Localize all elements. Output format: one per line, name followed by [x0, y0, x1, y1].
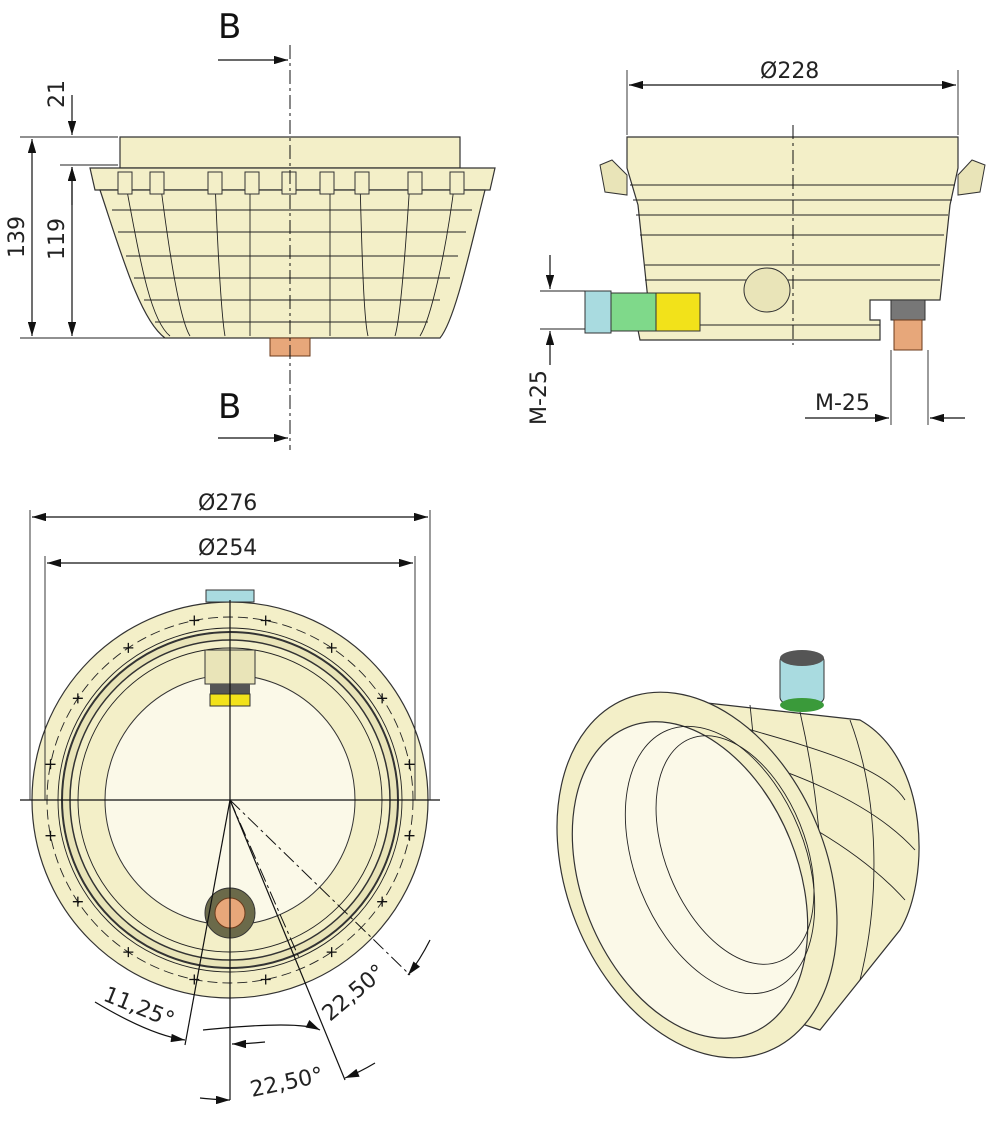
- section-label-top: B: [218, 7, 241, 47]
- bolt-hole-mark: [189, 615, 200, 626]
- bolt-hole-mark: [123, 642, 134, 653]
- isometric-view: [556, 650, 920, 1059]
- dim-119: 119: [45, 218, 70, 260]
- bolt-hole-mark: [123, 947, 134, 958]
- bolt-hole-mark: [377, 693, 388, 704]
- bolt-hole-mark: [326, 642, 337, 653]
- side-nozzle: [584, 290, 612, 334]
- side-view: Ø228 M-25 M-25: [527, 59, 986, 425]
- bolt-hole-mark: [72, 693, 83, 704]
- bolt-hole-mark: [45, 830, 56, 841]
- dim-diameter-254: Ø254: [198, 536, 257, 561]
- bolt-hole-mark: [45, 759, 56, 770]
- bolt-hole-mark: [404, 830, 415, 841]
- dim-21: 21: [45, 80, 70, 108]
- dim-thread-bottom: M-25: [815, 391, 870, 416]
- front-view: B B 21 139 119: [5, 7, 496, 450]
- dim-thread-left: M-25: [527, 370, 552, 425]
- bolt-hole-mark: [326, 947, 337, 958]
- bolt-hole-mark: [404, 759, 415, 770]
- bottom-view: Ø276 Ø254 11,25° 22,50° 22,50°: [20, 491, 440, 1105]
- angle-22-50-bottom: 22,50°: [248, 1063, 326, 1103]
- bolt-hole-mark: [377, 896, 388, 907]
- bolt-hole-mark: [72, 896, 83, 907]
- dim-diameter-228: Ø228: [760, 59, 819, 84]
- bolt-hole-mark: [260, 615, 271, 626]
- bolt-hole-mark: [260, 974, 271, 985]
- front-bowl: [99, 189, 486, 339]
- dim-139: 139: [5, 216, 30, 258]
- section-label-bottom: B: [218, 387, 241, 427]
- dim-diameter-276: Ø276: [198, 491, 257, 516]
